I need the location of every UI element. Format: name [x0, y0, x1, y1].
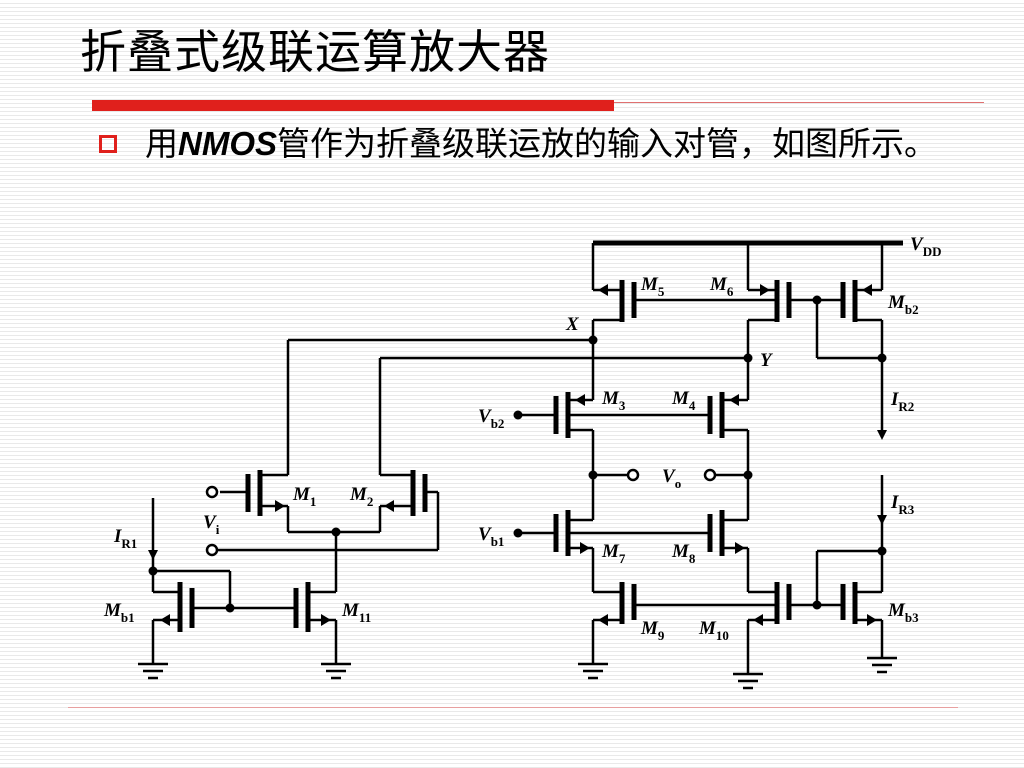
slide-title: 折叠式级联运算放大器 — [80, 25, 550, 79]
label-node-y: Y — [760, 350, 774, 371]
bullet-text: 用NMOS管作为折叠级联运放的输入对管，如图所示。 — [145, 120, 985, 168]
junction-dots — [148, 295, 887, 613]
label-m10: M10 — [698, 618, 729, 643]
label-m5: M5 — [640, 274, 665, 299]
title-underline-thin — [614, 102, 984, 103]
label-mb2: Mb2 — [887, 292, 919, 317]
label-m2: M2 — [349, 484, 373, 509]
label-m11: M11 — [341, 600, 371, 625]
label-ir3: IR3 — [890, 492, 915, 517]
bullet-prefix: 用 — [145, 124, 178, 163]
label-m1: M1 — [292, 484, 316, 509]
ground-icon — [578, 662, 608, 680]
label-node-x: X — [565, 314, 580, 335]
label-mb1: Mb1 — [103, 600, 135, 625]
label-vo: Vo — [662, 466, 681, 491]
ground-icon — [138, 662, 168, 680]
label-mb3: Mb3 — [887, 600, 919, 625]
label-m4: M4 — [671, 388, 696, 413]
circuit-labels: VDD M5 M6 Mb2 X Y IR2 M3 M4 Vb2 Vo M1 M2… — [103, 234, 941, 643]
terminal-circles — [205, 468, 717, 557]
label-m3: M3 — [601, 388, 626, 413]
label-vb2: Vb2 — [478, 406, 504, 431]
label-m8: M8 — [671, 541, 696, 566]
label-ir1: IR1 — [113, 526, 137, 551]
label-ir2: IR2 — [890, 389, 914, 414]
footer-divider — [68, 707, 958, 708]
label-m9: M9 — [640, 618, 665, 643]
bullet-suffix: 管作为折叠级联运放的输入对管，如图所示。 — [277, 124, 937, 163]
ground-symbols — [138, 656, 897, 690]
bullet-emphasis: NMOS — [178, 125, 277, 162]
label-vdd: VDD — [910, 234, 941, 259]
label-vb1: Vb1 — [478, 524, 504, 549]
label-m7: M7 — [601, 541, 626, 566]
ground-icon — [321, 662, 351, 680]
ground-icon — [733, 672, 763, 690]
title-underline-bar — [92, 100, 614, 111]
label-m6: M6 — [709, 274, 734, 299]
circuit-wires — [148, 240, 903, 674]
bullet-square-icon — [99, 135, 117, 153]
label-vi: Vi — [203, 512, 220, 537]
ground-icon — [867, 656, 897, 674]
